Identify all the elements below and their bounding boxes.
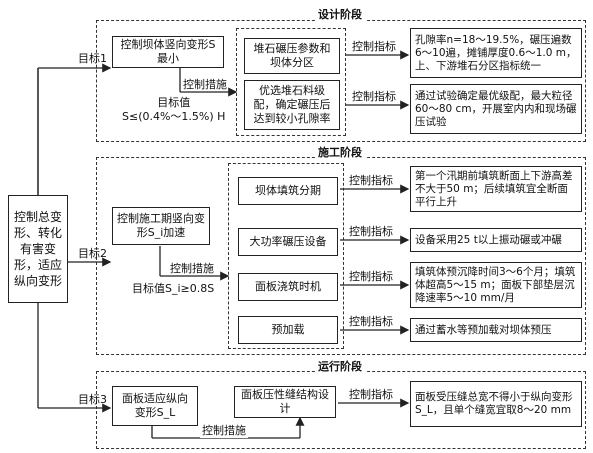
construction-indicator-label-3: 控制指标 [349,270,393,283]
construction-target: 目标值S_i≥0.8S [132,282,215,295]
goal-2-label: 目标2 [78,247,107,260]
construction-indicator-4: 通过蓄水等预加载对坝体预压 [410,318,582,342]
design-target: 目标值 S≤(0.4%～1.5%) H [122,96,226,123]
construction-measure-2: 大功率碾压设备 [238,228,338,256]
construction-indicator-3: 填筑体预沉降时间3～6个月；填筑体超高5～15 m；面板下部垫层沉降速率5～10… [410,262,582,308]
design-indicator-2: 通过试验确定最优级配，最大粒径60～80 cm，开展室内内和现场碾压试验 [410,84,582,134]
construction-measure-4: 预加载 [238,316,338,344]
design-measure-1: 堆石碾压参数和坝体分区 [244,38,340,74]
operation-indicator: 面板受压缝总宽不得小于纵向变形S_L，且单个缝宽宜取8～20 mm [410,381,582,427]
operation-measure-box: 面板压性缝结构设计 [234,386,336,418]
construction-measure-3: 面板浇筑时机 [238,273,338,301]
goal-1-label: 目标1 [78,52,107,65]
operation-indicator-label: 控制指标 [349,388,393,401]
construction-indicator-1: 第一个汛期前填筑断面上下游高差不大于50 m；后续填筑宜全断面平行上升 [410,166,582,212]
operation-measure-label: 控制措施 [200,424,248,438]
construction-measures-group [228,163,344,349]
construction-measure-1: 坝体填筑分期 [238,177,338,205]
construction-indicator-label-4: 控制指标 [349,315,393,328]
construction-measure-label: 控制措施 [170,262,214,275]
design-measure-2: 优选堆石料级配，确定碾压后达到较小孔隙率 [244,80,340,130]
construction-indicator-2: 设备采用25 t以上振动碾或冲碾 [410,228,582,252]
construction-objective-box: 控制施工期竖向变形S_i加速 [112,207,210,245]
design-indicator-1: 孔隙率n=18～19.5%，碾压遍数6～10遍，摊铺厚度0.6～1.0 m，上、… [410,28,582,78]
design-objective-box: 控制坝体竖向变形S最小 [112,36,224,68]
design-measure-label: 控制措施 [183,78,227,91]
construction-indicator-label-1: 控制指标 [349,174,393,187]
operation-phase-title: 运行阶段 [315,360,365,374]
design-indicator-label-2: 控制指标 [352,90,396,103]
root-goal-box: 控制总变形、转化有害变形，适应纵向变形 [8,195,68,303]
operation-objective-box: 面板适应纵向变形S_L [112,386,198,426]
design-indicator-label-1: 控制指标 [352,40,396,53]
construction-phase-title: 施工阶段 [315,146,365,160]
goal-3-label: 目标3 [78,393,107,406]
design-phase-title: 设计阶段 [315,8,365,22]
design-measures-group [236,28,346,136]
construction-indicator-label-2: 控制指标 [349,225,393,238]
